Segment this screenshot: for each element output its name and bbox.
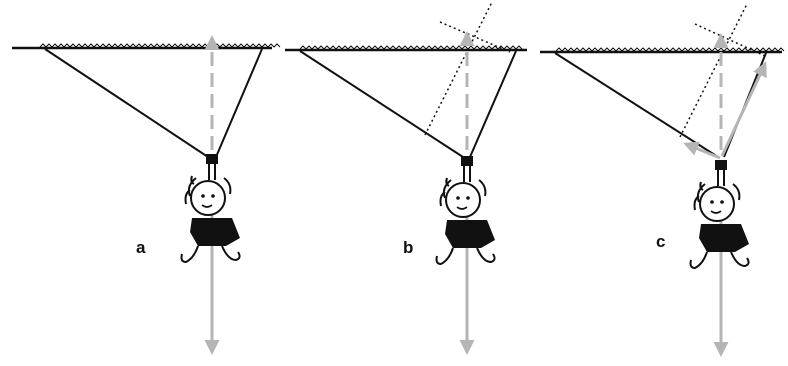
tension-component-right-vector <box>720 61 767 157</box>
child-figure <box>180 154 241 264</box>
panel-label-a: a <box>136 238 146 257</box>
panel-c <box>540 3 785 357</box>
rope-right <box>215 48 263 158</box>
ceiling <box>285 45 527 52</box>
panel-a <box>12 35 281 355</box>
ceiling <box>12 43 281 50</box>
ceiling <box>540 47 785 54</box>
panel-label-b: b <box>403 238 414 257</box>
child-figure <box>689 160 750 270</box>
panel-b <box>285 1 527 355</box>
tension-component-left-vector <box>683 141 721 160</box>
rope-right <box>469 50 517 158</box>
rope-left <box>299 50 464 158</box>
panel-label-c: c <box>656 232 666 251</box>
rope-left <box>554 52 719 158</box>
rope-left <box>44 48 209 158</box>
child-figure <box>435 156 496 266</box>
